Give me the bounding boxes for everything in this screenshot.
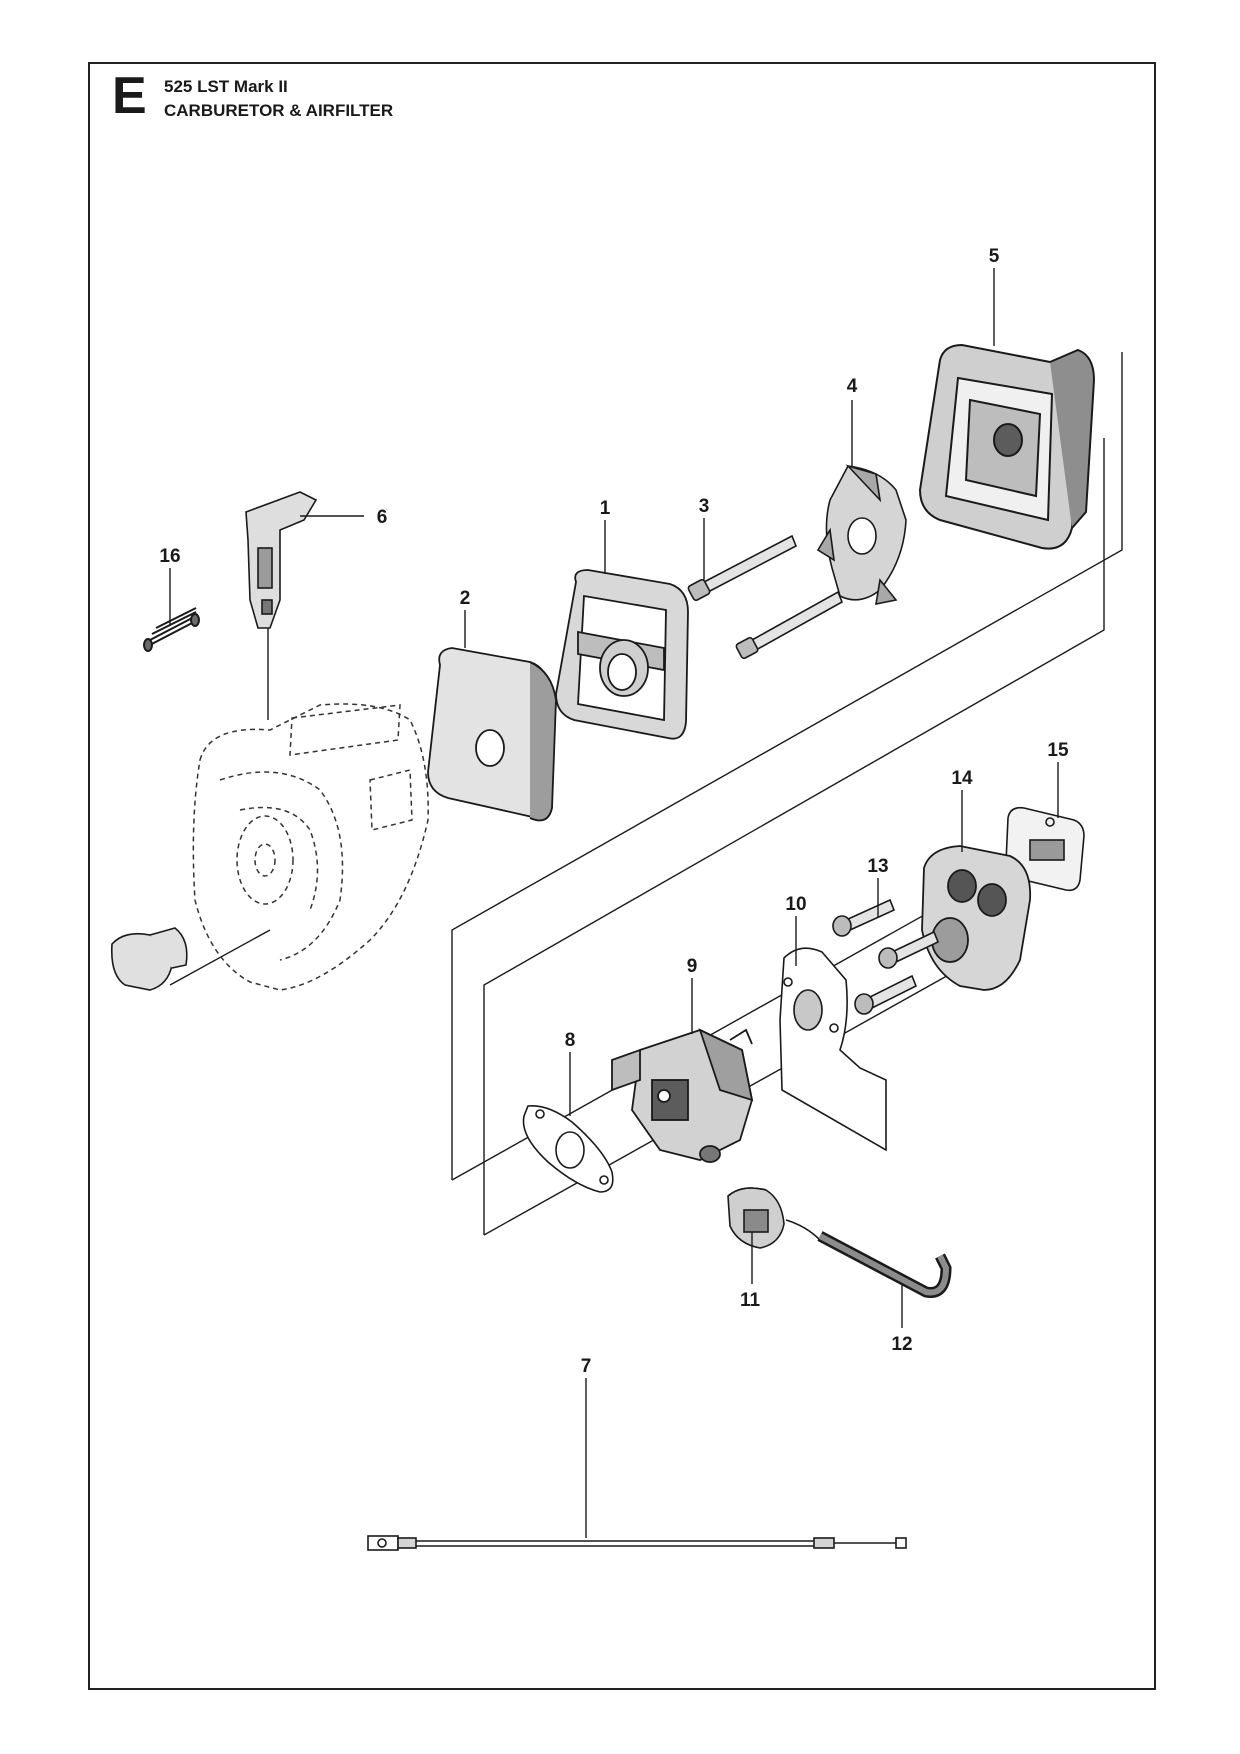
callout-4: 4 bbox=[847, 376, 858, 397]
cylinder-cover-outline bbox=[192, 703, 429, 991]
screw-icon bbox=[687, 534, 844, 660]
callout-15: 15 bbox=[1047, 740, 1069, 761]
callout-8: 8 bbox=[565, 1030, 576, 1051]
section-letter: E bbox=[112, 67, 147, 125]
page-frame bbox=[88, 62, 1156, 1690]
intake-manifold-icon bbox=[921, 845, 1032, 991]
callout-7: 7 bbox=[581, 1356, 592, 1377]
callout-labels: 1 2 3 4 5 6 7 8 9 10 11 12 13 14 15 16 bbox=[159, 246, 1069, 1377]
callout-leader-lines bbox=[169, 268, 1059, 1538]
air-filter-element-icon bbox=[427, 647, 557, 822]
throttle-cable-icon bbox=[367, 1535, 907, 1551]
callout-16: 16 bbox=[159, 546, 180, 567]
callout-9: 9 bbox=[687, 956, 698, 977]
callout-11: 11 bbox=[740, 1290, 761, 1311]
callout-12: 12 bbox=[891, 1334, 912, 1355]
spring-icon bbox=[143, 607, 200, 652]
gasket-icon bbox=[522, 1105, 614, 1193]
callout-13: 13 bbox=[867, 856, 888, 877]
callout-14: 14 bbox=[951, 768, 973, 789]
section-title: CARBURETOR & AIRFILTER bbox=[164, 101, 394, 120]
airfilter-housing-icon bbox=[918, 343, 1096, 550]
callout-5: 5 bbox=[989, 246, 1000, 267]
screw-icon bbox=[832, 898, 940, 1015]
callout-10: 10 bbox=[785, 894, 806, 915]
carburetor-icon bbox=[611, 1028, 754, 1163]
primer-bulb-icon bbox=[727, 1187, 785, 1249]
callout-6: 6 bbox=[377, 507, 388, 528]
callout-1: 1 bbox=[600, 498, 611, 519]
heat-shield-plate-icon bbox=[779, 947, 887, 1152]
model-name: 525 LST Mark II bbox=[164, 77, 288, 96]
fuel-hose-icon bbox=[785, 1219, 952, 1298]
callout-3: 3 bbox=[699, 496, 710, 517]
air-filter-holder-icon bbox=[555, 569, 689, 740]
choke-plate-icon bbox=[816, 464, 907, 606]
choke-lever-icon bbox=[245, 491, 318, 629]
cover-knob-icon bbox=[110, 927, 188, 991]
callout-2: 2 bbox=[460, 588, 471, 609]
